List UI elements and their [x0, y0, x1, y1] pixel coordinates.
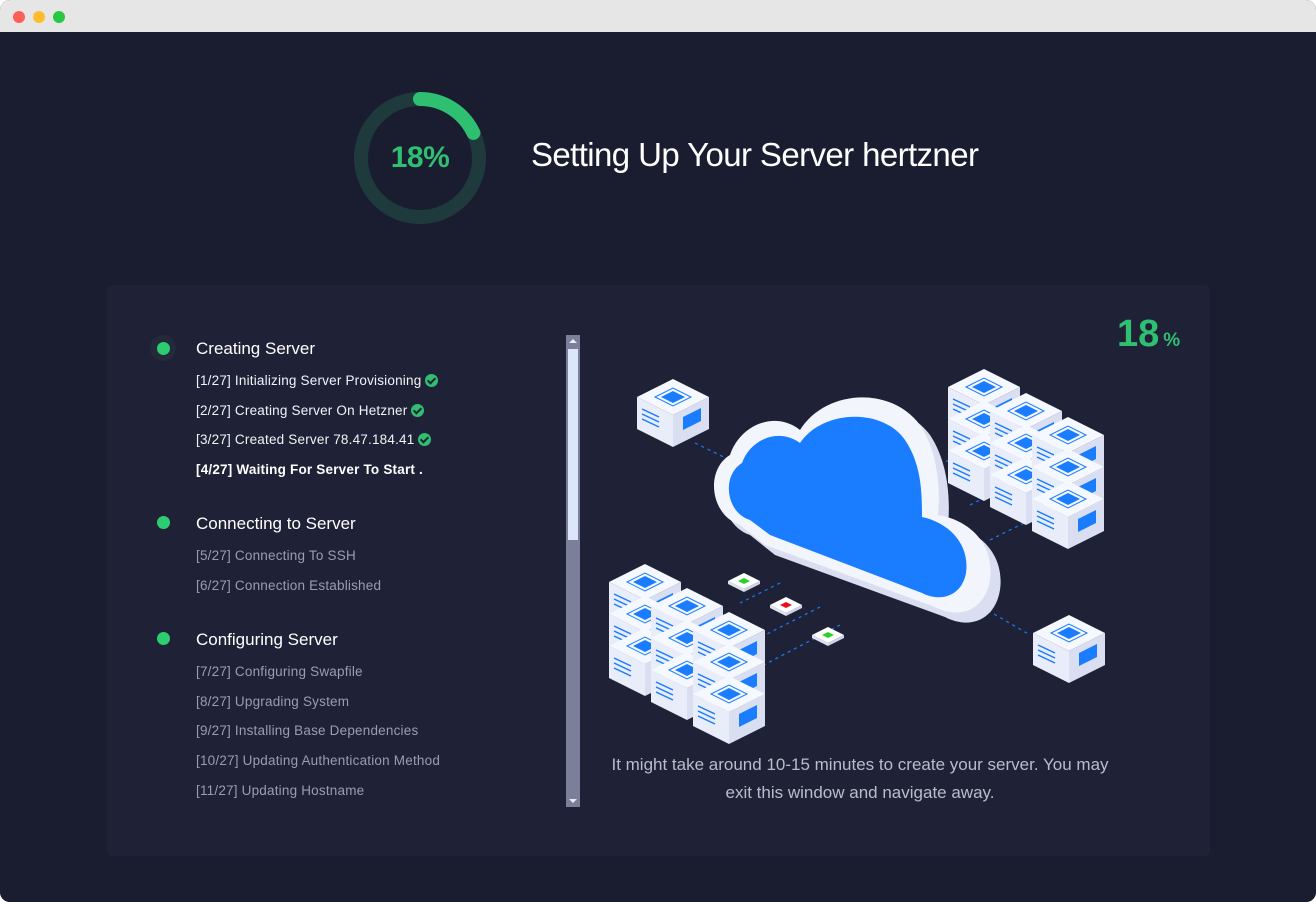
- step-item: [5/27] Connecting To SSH: [196, 548, 356, 563]
- status-dot-icon: [157, 632, 170, 645]
- status-dot-icon: [157, 342, 170, 355]
- check-circle-icon: [425, 374, 439, 387]
- title-bar: [0, 0, 1316, 32]
- scroll-down-button[interactable]: [566, 795, 580, 807]
- steps-list: Creating Server [1/27] Initializing Serv…: [107, 285, 567, 856]
- estimated-time-note: It might take around 10-15 minutes to cr…: [611, 755, 1109, 802]
- check-circle-icon: [418, 433, 432, 446]
- page-title: Setting Up Your Server hertzner: [531, 136, 979, 173]
- step-item-active: [4/27] Waiting For Server To Start .: [196, 462, 423, 477]
- group-title: Connecting to Server: [196, 514, 356, 533]
- check-circle-icon: [411, 404, 425, 417]
- step-item: [9/27] Installing Base Dependencies: [196, 723, 419, 738]
- step-item: [3/27] Created Server 78.47.184.41: [196, 432, 432, 447]
- step-item: [6/27] Connection Established: [196, 578, 382, 593]
- close-window-button[interactable]: [13, 11, 25, 23]
- step-item: [10/27] Updating Authentication Method: [196, 753, 441, 768]
- scrollbar-thumb[interactable]: [568, 349, 578, 540]
- step-item: [11/27] Updating Hostname: [196, 783, 365, 798]
- progress-percent-label: 18%: [390, 141, 450, 174]
- group-title: Creating Server: [196, 339, 316, 358]
- progress-ring: 18%: [352, 90, 488, 226]
- status-dot-icon: [157, 516, 170, 529]
- minimize-window-button[interactable]: [33, 11, 45, 23]
- step-item: [7/27] Configuring Swapfile: [196, 664, 363, 679]
- group-title: Configuring Server: [196, 630, 338, 649]
- arrow-down-icon: [569, 799, 577, 803]
- step-item: [8/27] Upgrading System: [196, 694, 350, 709]
- step-item: [1/27] Initializing Server Provisioning: [196, 373, 439, 388]
- cloud-servers-icon: [608, 368, 1106, 745]
- setup-page: 18% Setting Up Your Server hertzner Crea…: [0, 32, 1316, 902]
- arrow-up-icon: [569, 339, 577, 343]
- progress-ring-icon: [354, 92, 486, 224]
- progress-percent-large: 18%: [1117, 313, 1181, 355]
- zoom-window-button[interactable]: [53, 11, 65, 23]
- step-item: [2/27] Creating Server On Hetzner: [196, 403, 425, 418]
- cloud-icon: [713, 397, 1001, 623]
- steps-scrollbar[interactable]: [566, 335, 580, 807]
- progress-card: Creating Server [1/27] Initializing Serv…: [107, 285, 1210, 856]
- scroll-up-button[interactable]: [566, 335, 580, 347]
- cloud-servers-illustration: [600, 355, 1140, 755]
